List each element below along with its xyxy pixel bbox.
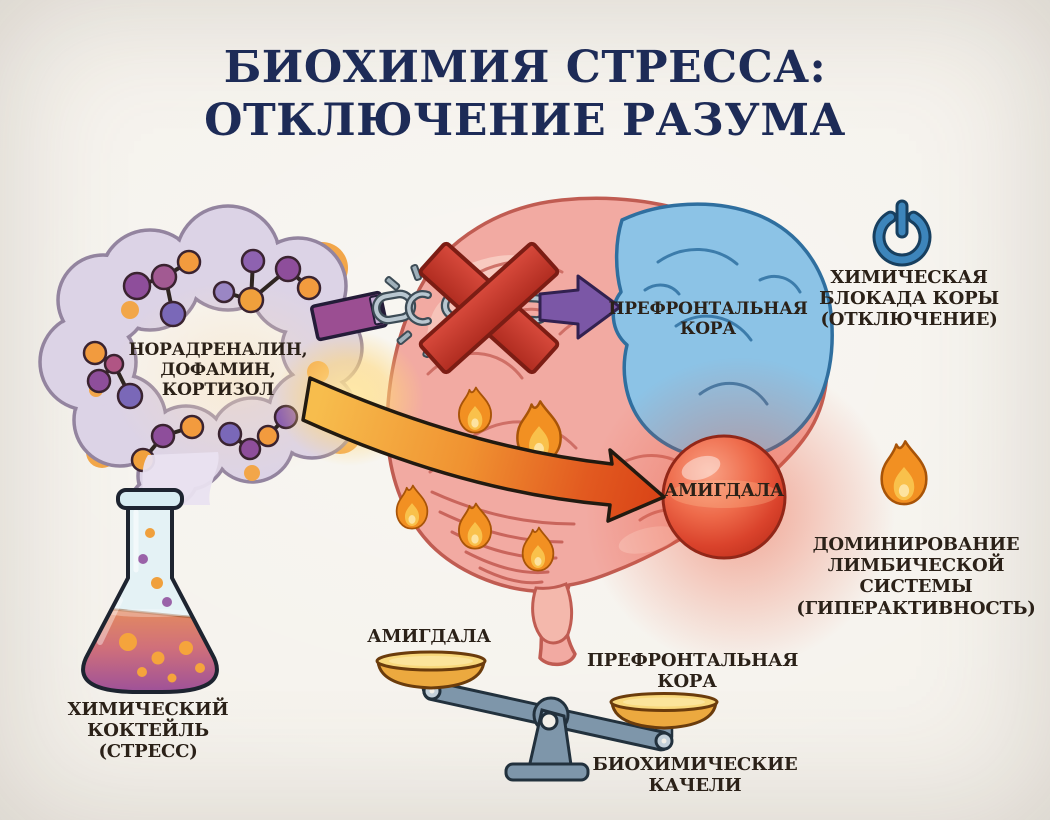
cloud-hormones-label: НОРАДРЕНАЛИН, ДОФАМИН, КОРТИЗОЛ: [128, 340, 308, 401]
chain-broken-half-link: [404, 290, 432, 326]
prefrontal-cortex-label: ПРЕФРОНТАЛЬНАЯ КОРА: [608, 299, 808, 340]
title-line-2: ОТКЛЮЧЕНИЕ РАЗУМА: [204, 94, 846, 146]
stress-arrow: [301, 376, 666, 523]
amygdala-ball: [661, 434, 787, 560]
brainstem: [531, 582, 574, 645]
flask: [81, 452, 219, 694]
fulcrum-hole: [539, 711, 559, 731]
seesaw-left-pan-label: АМИГДАЛА: [367, 626, 491, 647]
page-title: БИОХИМИЯ СТРЕССА: ОТКЛЮЧЕНИЕ РАЗУМА: [0, 42, 1050, 148]
flask-liquid: [83, 509, 217, 692]
power-icon: [872, 199, 932, 267]
seesaw: [375, 650, 719, 782]
liquid-bubbles: [119, 633, 205, 683]
seesaw-right-pan-label: ПРЕФРОНТАЛЬНАЯ КОРА: [587, 650, 799, 693]
seesaw-right-pan: [609, 692, 719, 730]
flame-icon: [880, 439, 928, 506]
seesaw-left-pan: [375, 650, 487, 690]
limbic-dominance-label: ДОМИНИРОВАНИЕ ЛИМБИЧЕСКОЙ СИСТЕМЫ (ГИПЕР…: [796, 534, 1036, 619]
flask-rim: [116, 488, 184, 510]
prefrontal-folds: [643, 248, 802, 406]
x-mark-icon: [418, 241, 560, 375]
blockade-arrow: [538, 274, 622, 340]
amygdala-ball-label: АМИГДАЛА: [663, 481, 785, 501]
title-line-1: БИОХИМИЯ СТРЕССА:: [223, 42, 827, 93]
flask-label: ХИМИЧЕСКИЙ КОКТЕЙЛЬ (СТРЕСС): [67, 699, 229, 763]
glass-particles: [138, 528, 172, 607]
seesaw-caption: БИОХИМИЧЕСКИЕ КАЧЕЛИ: [592, 754, 798, 797]
cortex-blockade-label: ХИМИЧЕСКАЯ БЛОКАДА КОРЫ (ОТКЛЮЧЕНИЕ): [819, 267, 999, 331]
